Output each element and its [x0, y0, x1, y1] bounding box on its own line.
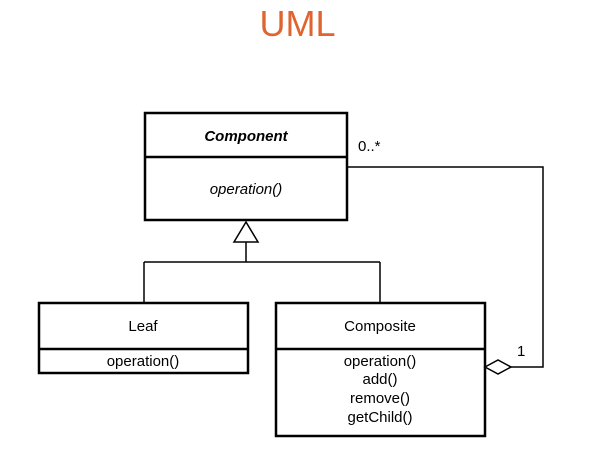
inheritance-arrowhead — [232, 220, 260, 243]
class-component-box — [143, 111, 349, 222]
class-leaf-operation: operation() — [107, 353, 180, 370]
generalization-relationship — [143, 220, 381, 303]
class-composite-name: Composite — [344, 318, 416, 335]
class-composite-operation: operation() — [344, 353, 417, 370]
class-composite-box — [274, 301, 487, 438]
class-component-operation: operation() — [210, 181, 283, 198]
aggregation-diamond — [483, 359, 513, 375]
class-leaf-box — [37, 301, 250, 375]
page-title: UML — [259, 3, 336, 44]
multiplicity-whole: 1 — [517, 343, 525, 360]
class-composite-operation: getChild() — [347, 409, 412, 426]
multiplicity-part: 0..* — [358, 138, 381, 155]
class-composite[interactable]: Composite operation() add() remove() get… — [274, 301, 487, 438]
class-leaf[interactable]: Leaf operation() — [37, 301, 250, 375]
class-component-name: Component — [204, 128, 288, 145]
aggregation-line — [347, 166, 544, 368]
class-composite-operation: add() — [362, 371, 397, 388]
aggregation-relationship: 0..* 1 — [347, 138, 544, 375]
class-component[interactable]: Component operation() — [143, 111, 349, 222]
class-composite-operation: remove() — [350, 390, 410, 407]
class-leaf-name: Leaf — [128, 318, 158, 335]
